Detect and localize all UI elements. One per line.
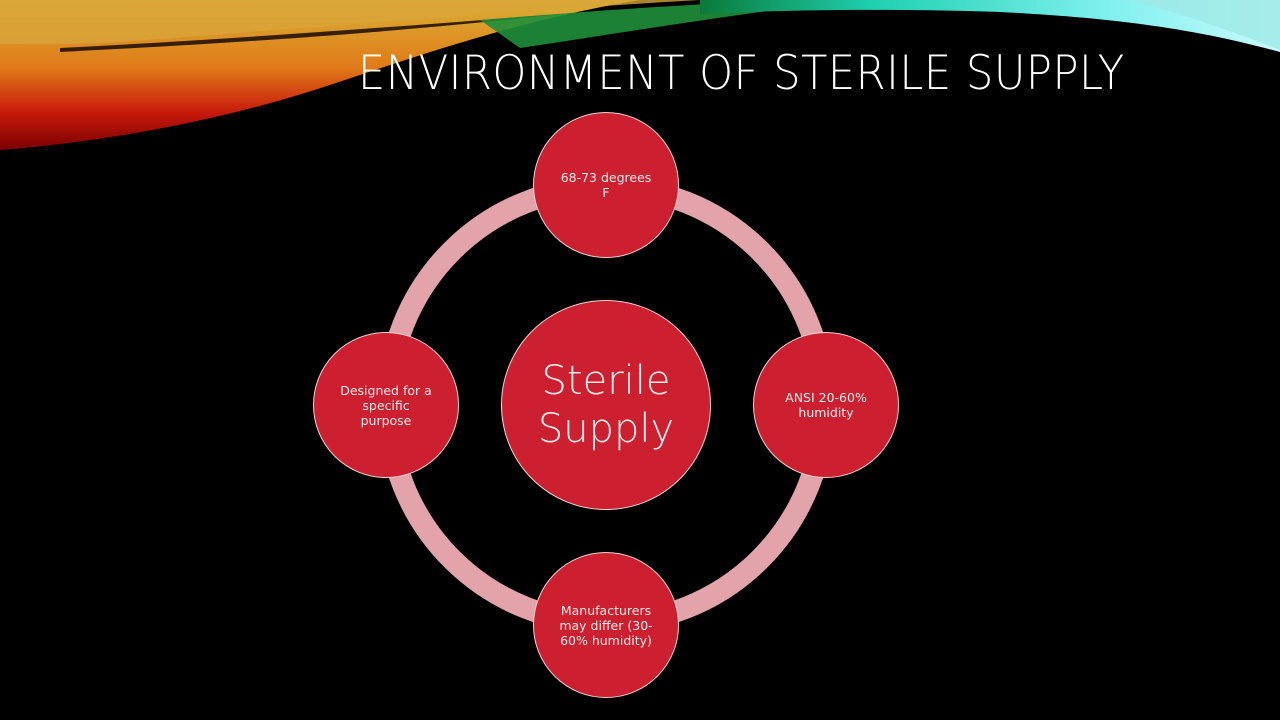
node-ansi-humidity-label: ANSI 20-60% humidity — [785, 390, 867, 420]
center-node: Sterile Supply — [501, 300, 711, 510]
node-manufacturers: Manufacturers may differ (30- 60% humidi… — [533, 552, 679, 698]
center-node-label: Sterile Supply — [537, 358, 675, 452]
node-ansi-humidity: ANSI 20-60% humidity — [753, 332, 899, 478]
decorative-swoosh-banner — [0, 0, 1280, 150]
node-designed-purpose: Designed for a specific purpose — [313, 332, 459, 478]
node-designed-purpose-label: Designed for a specific purpose — [340, 382, 432, 428]
slide-title: ENVIRONMENT OF STERILE SUPPLY — [358, 46, 1125, 101]
node-temperature-label: 68-73 degrees F — [560, 170, 652, 200]
node-temperature: 68-73 degrees F — [533, 112, 679, 258]
node-manufacturers-label: Manufacturers may differ (30- 60% humidi… — [559, 602, 653, 648]
